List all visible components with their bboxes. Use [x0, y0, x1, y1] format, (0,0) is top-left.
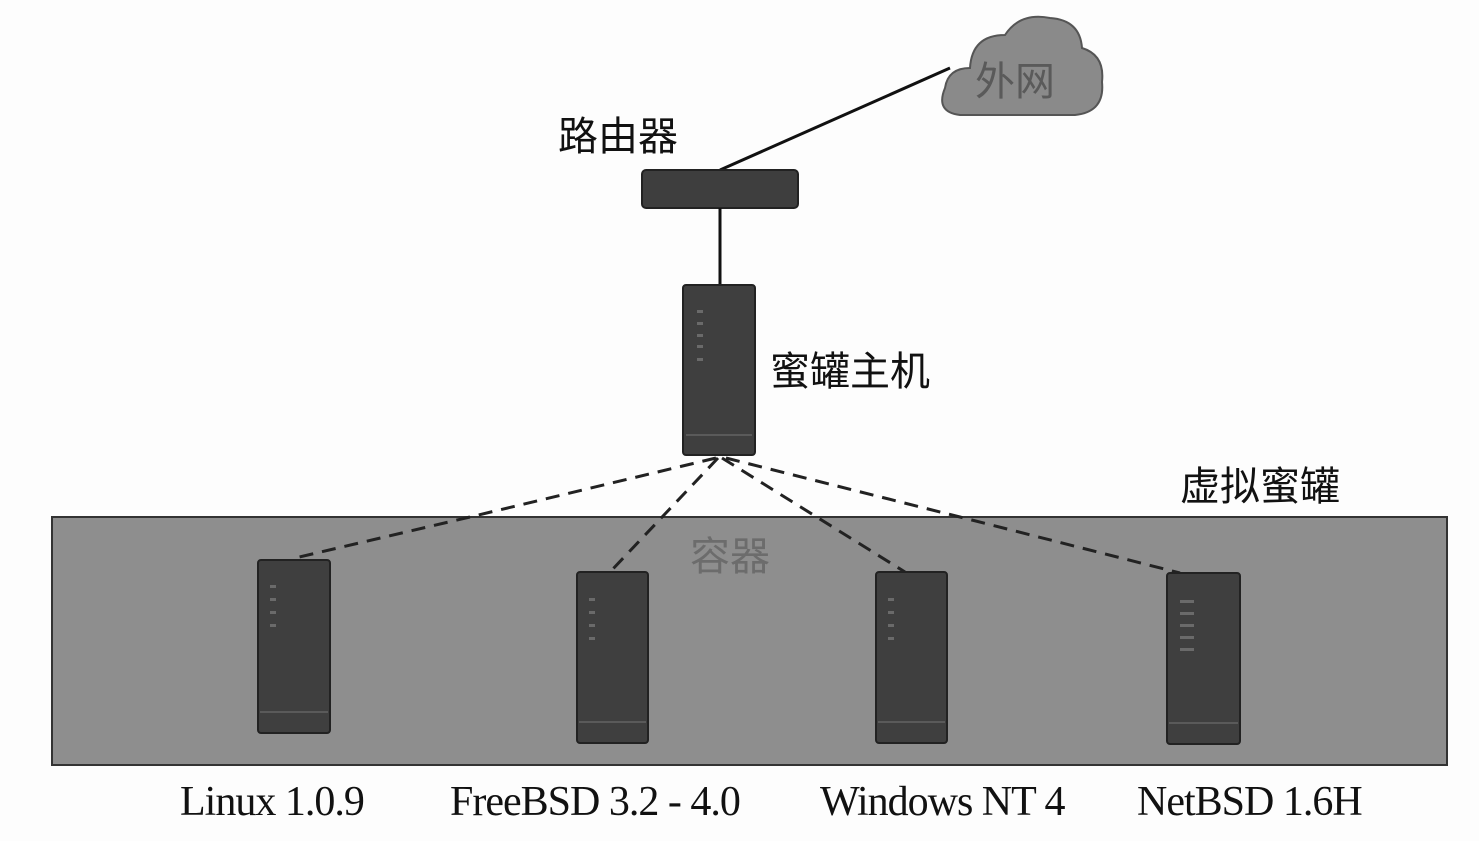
honeypot-host-label: 蜜罐主机 [770, 349, 930, 395]
container-label: 容器 [690, 534, 770, 580]
guest-label-linux: Linux 1.0.9 [180, 779, 364, 825]
server-icon-linux [257, 559, 331, 734]
cloud-icon [941, 15, 1104, 116]
server-icon-windows [875, 571, 948, 744]
link-linux [294, 456, 717, 560]
server-icon-netbsd [1166, 572, 1241, 745]
server-icon-freebsd [576, 571, 649, 744]
guest-label-netbsd: NetBSD 1.6H [1137, 779, 1362, 825]
router-internet-link [719, 66, 951, 172]
guest-label-windows: Windows NT 4 [820, 779, 1066, 825]
virtual-honeypot-label: 虚拟蜜罐 [1180, 464, 1340, 510]
honeypot-host-server-icon [682, 284, 756, 456]
link-freebsd [608, 456, 720, 574]
cloud-label: 外网 [975, 59, 1055, 105]
link-windows [721, 456, 906, 574]
link-netbsd [725, 456, 1181, 575]
virtual-links [294, 456, 1181, 575]
router-label: 路由器 [558, 114, 678, 160]
router-icon [641, 169, 799, 209]
guest-label-freebsd: FreeBSD 3.2 - 4.0 [450, 779, 740, 825]
